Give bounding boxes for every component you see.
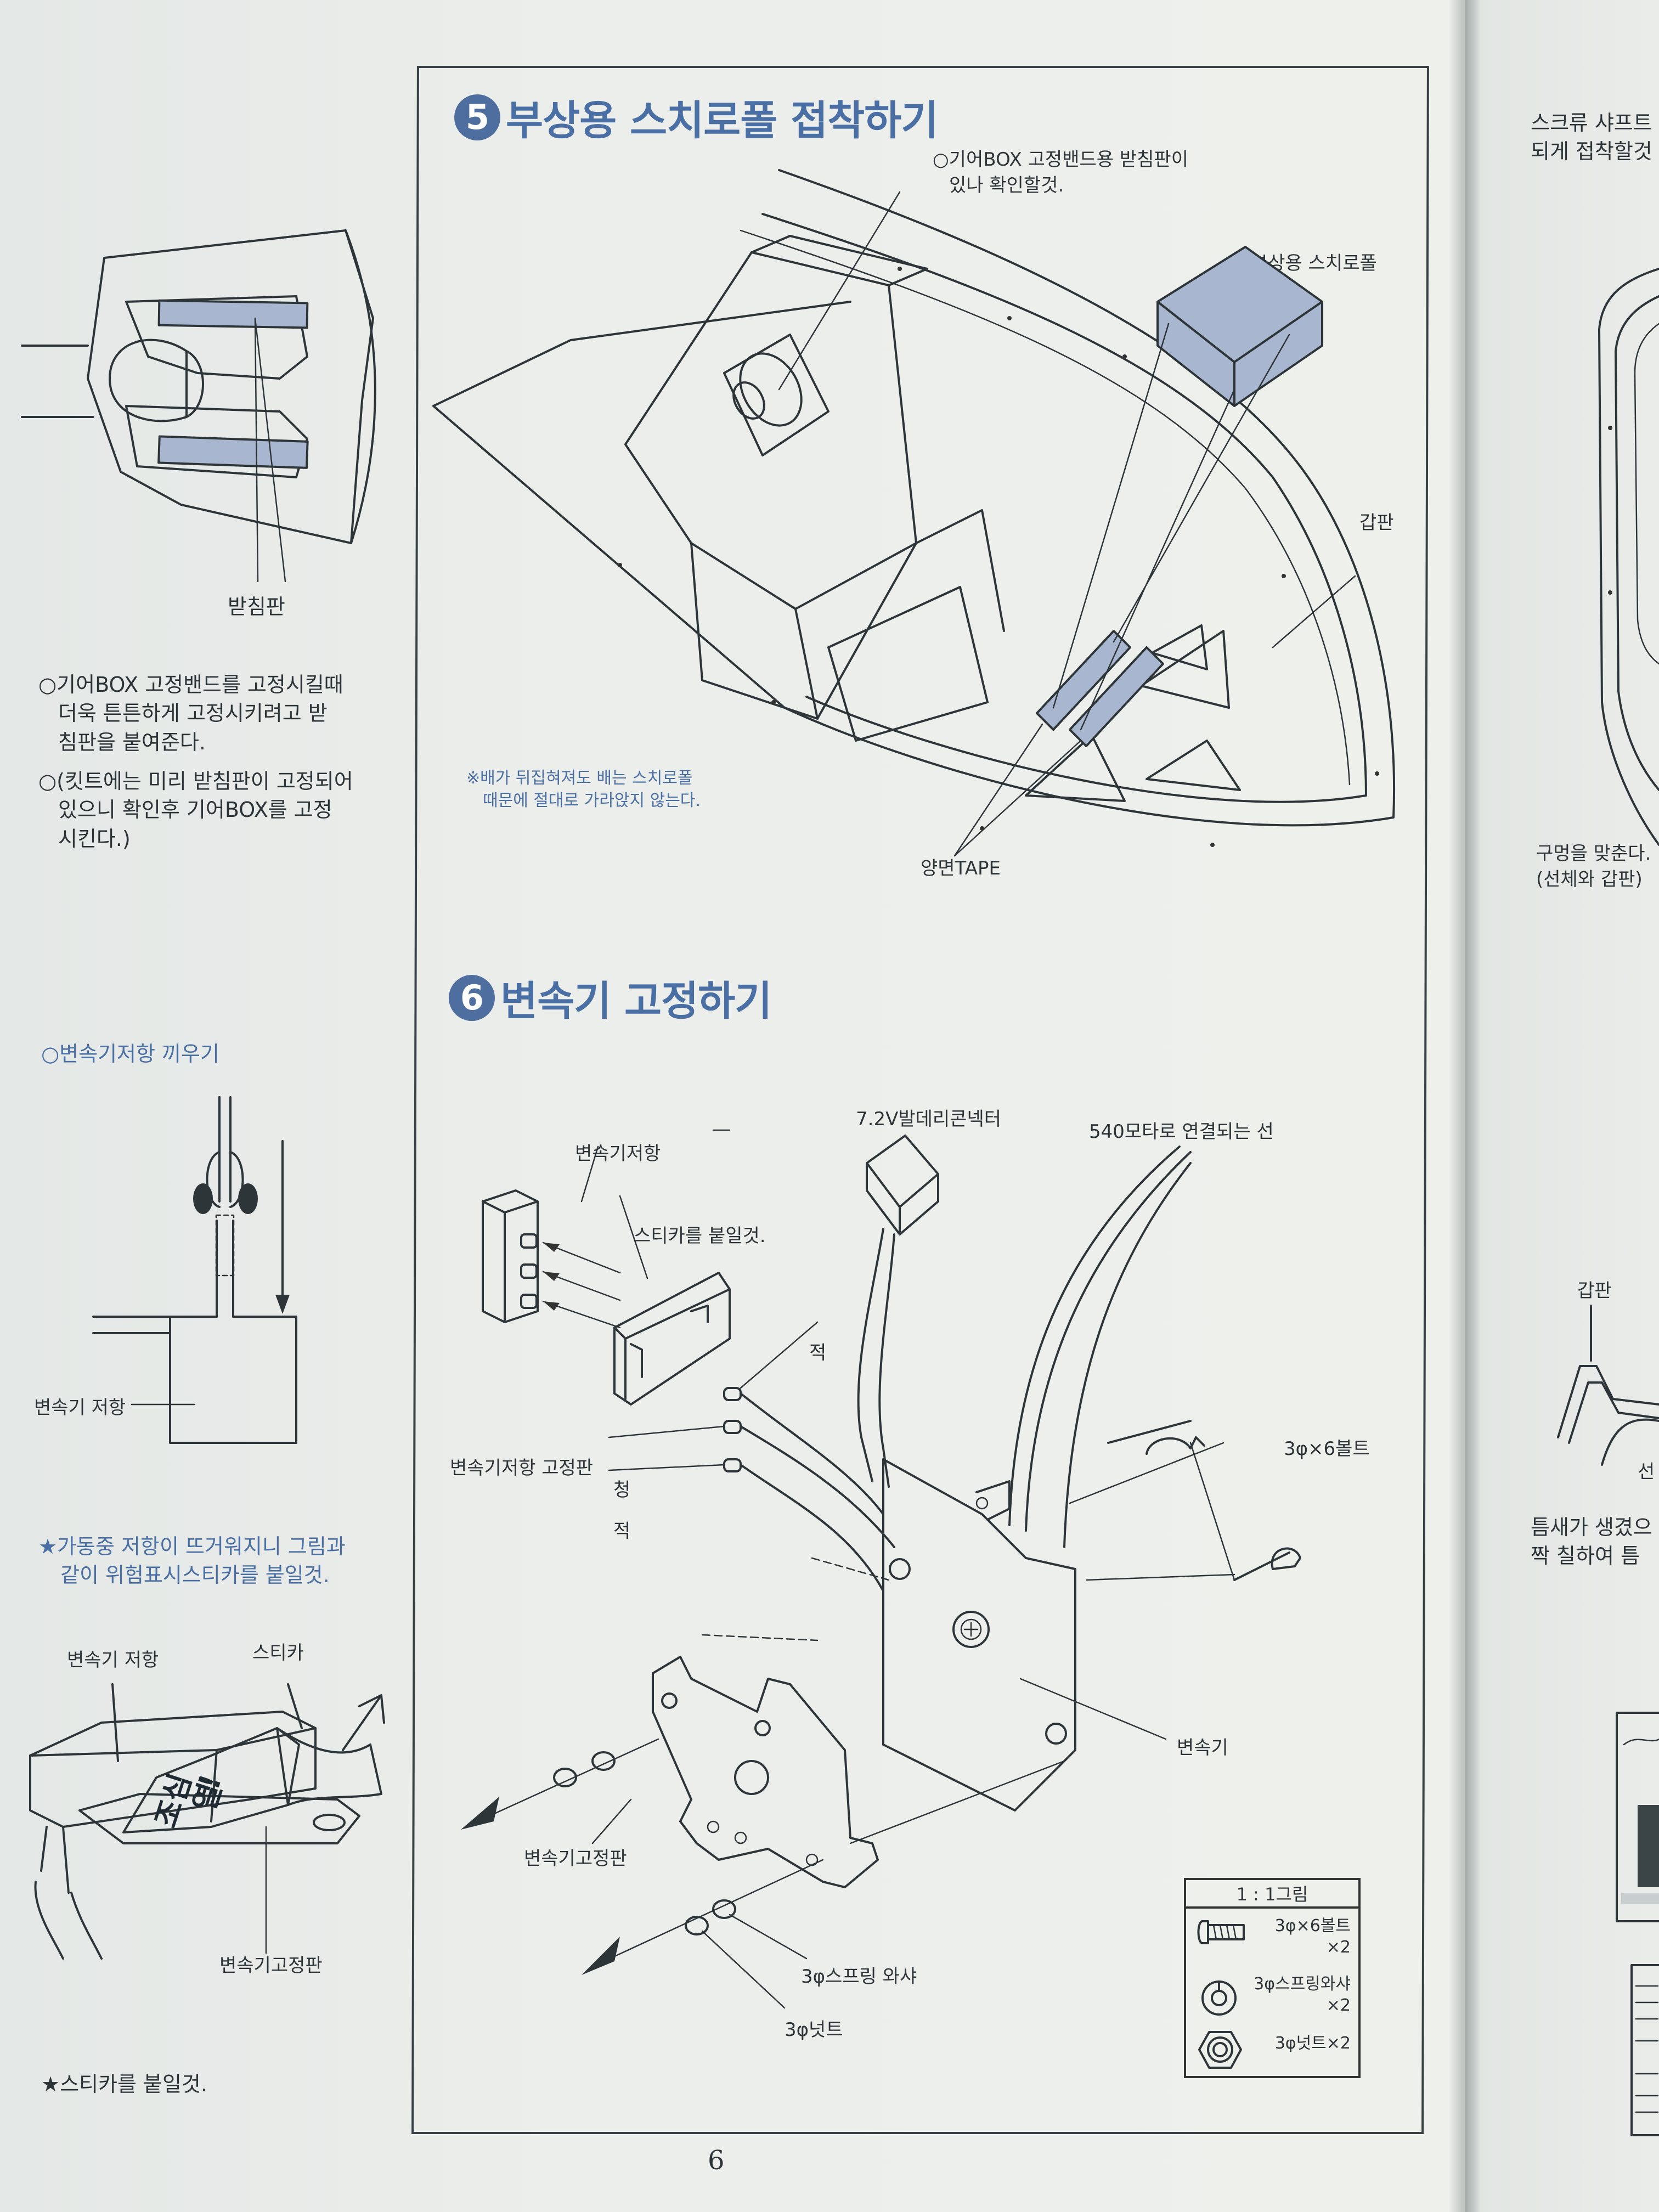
legend-item-nut: 3φ넛트×2 — [1275, 2033, 1351, 2054]
note-line: 되게 접착할것 — [1531, 139, 1652, 164]
resistor-leader — [131, 1403, 196, 1406]
resistor-insert-diagram — [92, 1096, 297, 1444]
book-gutter — [1448, 0, 1481, 2212]
spring-washer-label: 3φ스프링 와샤 — [801, 1966, 917, 1988]
foam-attachment-diagram — [432, 169, 1396, 857]
note-line: 구멍을 맞춘다. — [1536, 843, 1651, 865]
hull-top-diagram — [1598, 268, 1659, 846]
gearbox-note: ○기어BOX 고정밴드를 고정시킬때 더욱 튼튼하게 고정시키려고 받 침판을 … — [38, 670, 390, 757]
legend-item-name: 3φ×6볼트 — [1274, 1916, 1351, 1936]
note-line: (선체와 갑판) — [1536, 868, 1643, 890]
heat-warning: ★가동중 저항이 뜨거워지니 그림과 같이 위험표시스티카를 붙일것. — [38, 1532, 411, 1590]
kit-note: ○(킷트에는 미리 받침판이 고정되어 있으니 확인후 기어BOX를 고정 시킨… — [38, 767, 390, 853]
sticker-label-s6: 스티카를 붙일것. — [634, 1225, 766, 1247]
resistor-install-heading: ○변속기저항 끼우기 — [41, 1042, 219, 1066]
support-plate-label: 받침판 — [228, 595, 285, 619]
motor-wires-label: 540모타로 연결되는 선 — [1089, 1121, 1274, 1143]
section5-title-text: 부상용 스치로폴 접착하기 — [506, 97, 938, 144]
info-box — [1630, 1964, 1659, 2136]
bolt-label: 3φ×6볼트 — [1284, 1438, 1370, 1460]
legend-item-name: 3φ넛트×2 — [1274, 2034, 1351, 2053]
note-line: ※배가 뒤집혀져도 배는 스치로폴 — [466, 769, 693, 788]
scale-legend: 1 : 1그림 3φ×6볼트 ×2 3φ스프링와샤 ×2 3φ넛트×2 — [1184, 1878, 1361, 2078]
sticker-diagram-sticker-label: 스티카 — [252, 1642, 304, 1664]
callout-line: ○기어BOX 고정밴드용 받침판이 — [933, 149, 1188, 171]
legend-item-qty: ×2 — [1326, 1938, 1351, 1957]
callout-line: 있나 확인할것. — [949, 174, 1064, 196]
note-line: 침판을 붙여준다. — [58, 730, 206, 754]
legend-item-qty: ×2 — [1326, 1996, 1351, 2015]
sticker-diagram-plate-label: 변속기고정판 — [219, 1955, 323, 1977]
note-line: 짝 칠하여 틈 — [1531, 1544, 1640, 1568]
glue-product-box — [1616, 1712, 1659, 1922]
warning-line: ★가동중 저항이 뜨거워지니 그림과 — [38, 1534, 346, 1559]
sticker-diagram-resistor-label: 변속기 저항 — [67, 1649, 159, 1671]
red-wire-label-1: 적 — [809, 1342, 827, 1364]
red-wire-label-2: 적 — [613, 1520, 631, 1542]
legend-item-washer: 3φ스프링와샤 ×2 — [1254, 1973, 1351, 2016]
right-page — [1465, 0, 1659, 2212]
bolt-icon — [1197, 1920, 1245, 1944]
gearbox-base-diagram — [21, 229, 376, 583]
washer-icon — [1201, 1980, 1237, 2016]
warning-line: 같이 위험표시스티카를 붙일것. — [60, 1563, 330, 1588]
sticker-footer-note: ★스티카를 붙일것. — [41, 2072, 207, 2096]
note-line: 때문에 절대로 가라앉지 않는다. — [483, 791, 701, 811]
resistor-plate-label: 변속기저항 고정판 — [450, 1457, 594, 1479]
battery-connector-label: 7.2V발데리콘넥터 — [856, 1108, 1002, 1130]
nut-label: 3φ넛트 — [785, 2019, 843, 2041]
blue-wire-label: 청 — [613, 1479, 631, 1501]
note-line: 시킨다.) — [58, 826, 131, 851]
note-line: 스크류 샤프트 — [1531, 111, 1652, 135]
right-gap-note: 틈새가 생겼으 짝 칠하여 틈 — [1531, 1513, 1659, 1571]
right-deck-label: 갑판 — [1577, 1280, 1612, 1302]
note-line: ○(킷트에는 미리 받침판이 고정되어 — [38, 769, 353, 793]
gearbox-plate-callout: ○기어BOX 고정밴드용 받침판이 있나 확인할것. — [933, 147, 1188, 199]
flotation-note: ※배가 뒤집혀져도 배는 스치로폴 때문에 절대로 가라앉지 않는다. — [466, 767, 701, 812]
section5-title: 5 부상용 스치로폴 접착하기 — [454, 88, 938, 146]
note-line: 있으니 확인후 기어BOX를 고정 — [58, 798, 332, 822]
esc-plate-label: 변속기고정판 — [524, 1848, 627, 1870]
nut-icon — [1198, 2031, 1242, 2069]
note-line: 틈새가 생겼으 — [1531, 1515, 1652, 1539]
legend-item-name: 3φ스프링와샤 — [1254, 1974, 1351, 1994]
note-line: ○기어BOX 고정밴드를 고정시킬때 — [38, 673, 343, 697]
legend-item-bolt: 3φ×6볼트 ×2 — [1275, 1915, 1351, 1958]
page-number: 6 — [708, 2145, 725, 2176]
section6-number: 6 — [449, 974, 495, 1021]
section6-title: 6 변속기 고정하기 — [449, 968, 772, 1027]
resistor-label-s6: 변속기저항 — [575, 1143, 661, 1165]
legend-title: 1 : 1그림 — [1186, 1880, 1358, 1909]
right-top-note: 스크류 샤프트 되게 접착할것 — [1531, 109, 1657, 166]
note-line: 더욱 튼튼하게 고정시키려고 받 — [58, 701, 328, 726]
deck-callout: 갑판 — [1359, 512, 1394, 534]
section6-title-text: 변속기 고정하기 — [500, 978, 772, 1025]
section5-number: 5 — [454, 94, 500, 140]
esc-label: 변속기 — [1177, 1737, 1228, 1759]
sticker-application-diagram: ! 열 조심 — [29, 1683, 385, 1960]
right-hole-note: 구멍을 맞춘다. (선체와 갑판) — [1536, 841, 1659, 893]
seam-cross-section — [1557, 1305, 1659, 1466]
esc-mount-diagram — [461, 1129, 1301, 2009]
right-hull-label: 선 — [1638, 1461, 1655, 1483]
resistor-label: 변속기 저항 — [34, 1397, 126, 1419]
double-tape-callout: 양면TAPE — [921, 857, 1001, 879]
